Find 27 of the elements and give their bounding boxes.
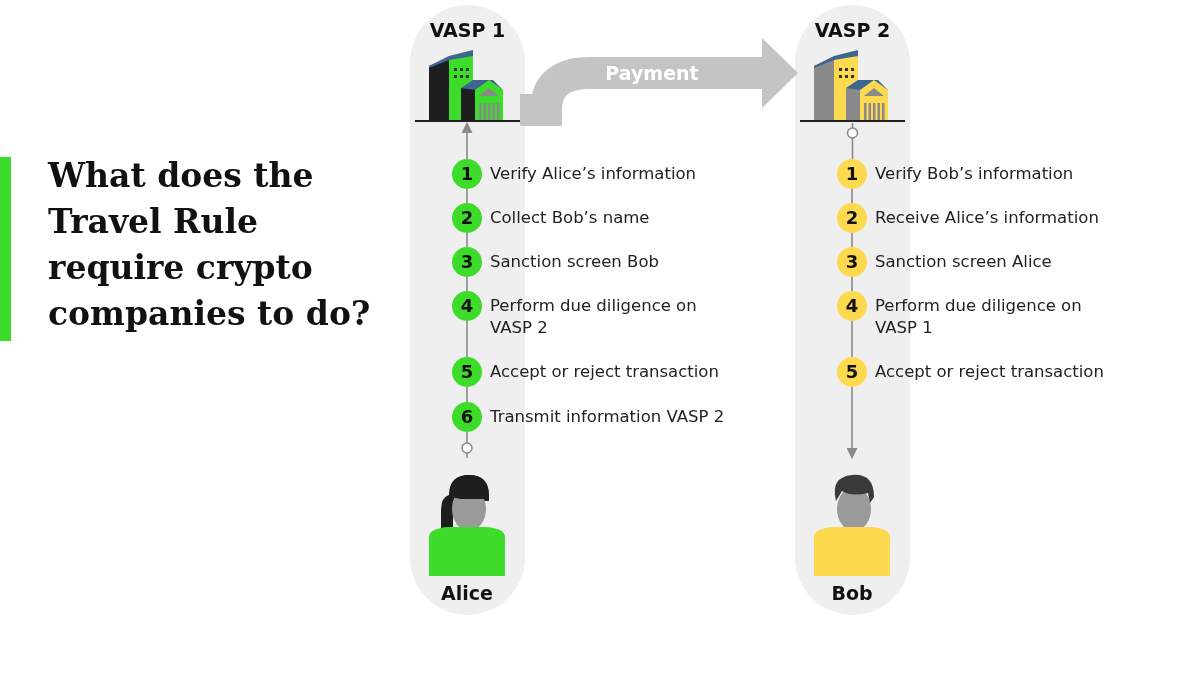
title: What does the Travel Rule require crypto companies to do? [48, 155, 372, 335]
step-text: Verify Bob’s information [875, 163, 1075, 185]
step-number: 2 [837, 203, 867, 233]
step-number: 3 [452, 247, 482, 277]
step-number: 4 [837, 291, 867, 321]
step-text: Verify Alice’s information [490, 163, 698, 185]
column-heading: VASP 2 [813, 19, 892, 41]
step-text: Perform due diligence on VASP 1 [875, 295, 1083, 339]
step-text: Collect Bob’s name [490, 207, 651, 229]
step-text: Transmit information VASP 2 [490, 406, 726, 428]
step-text: Sanction screen Bob [490, 251, 660, 273]
step-text: Sanction screen Alice [875, 251, 1053, 273]
step-text: Accept or reject transaction [490, 361, 720, 383]
step-number: 5 [837, 357, 867, 387]
step-number: 5 [452, 357, 482, 387]
step-number: 2 [452, 203, 482, 233]
person-name: Alice [440, 582, 494, 604]
step-text: Accept or reject transaction [875, 361, 1105, 383]
step-number: 1 [837, 159, 867, 189]
step-number: 1 [452, 159, 482, 189]
step-text: Perform due diligence on VASP 2 [490, 295, 698, 339]
step-text: Receive Alice’s information [875, 207, 1100, 229]
step-number: 3 [837, 247, 867, 277]
step-number: 6 [452, 402, 482, 432]
person-name: Bob [830, 582, 874, 604]
step-number: 4 [452, 291, 482, 321]
column-heading: VASP 1 [428, 19, 507, 41]
